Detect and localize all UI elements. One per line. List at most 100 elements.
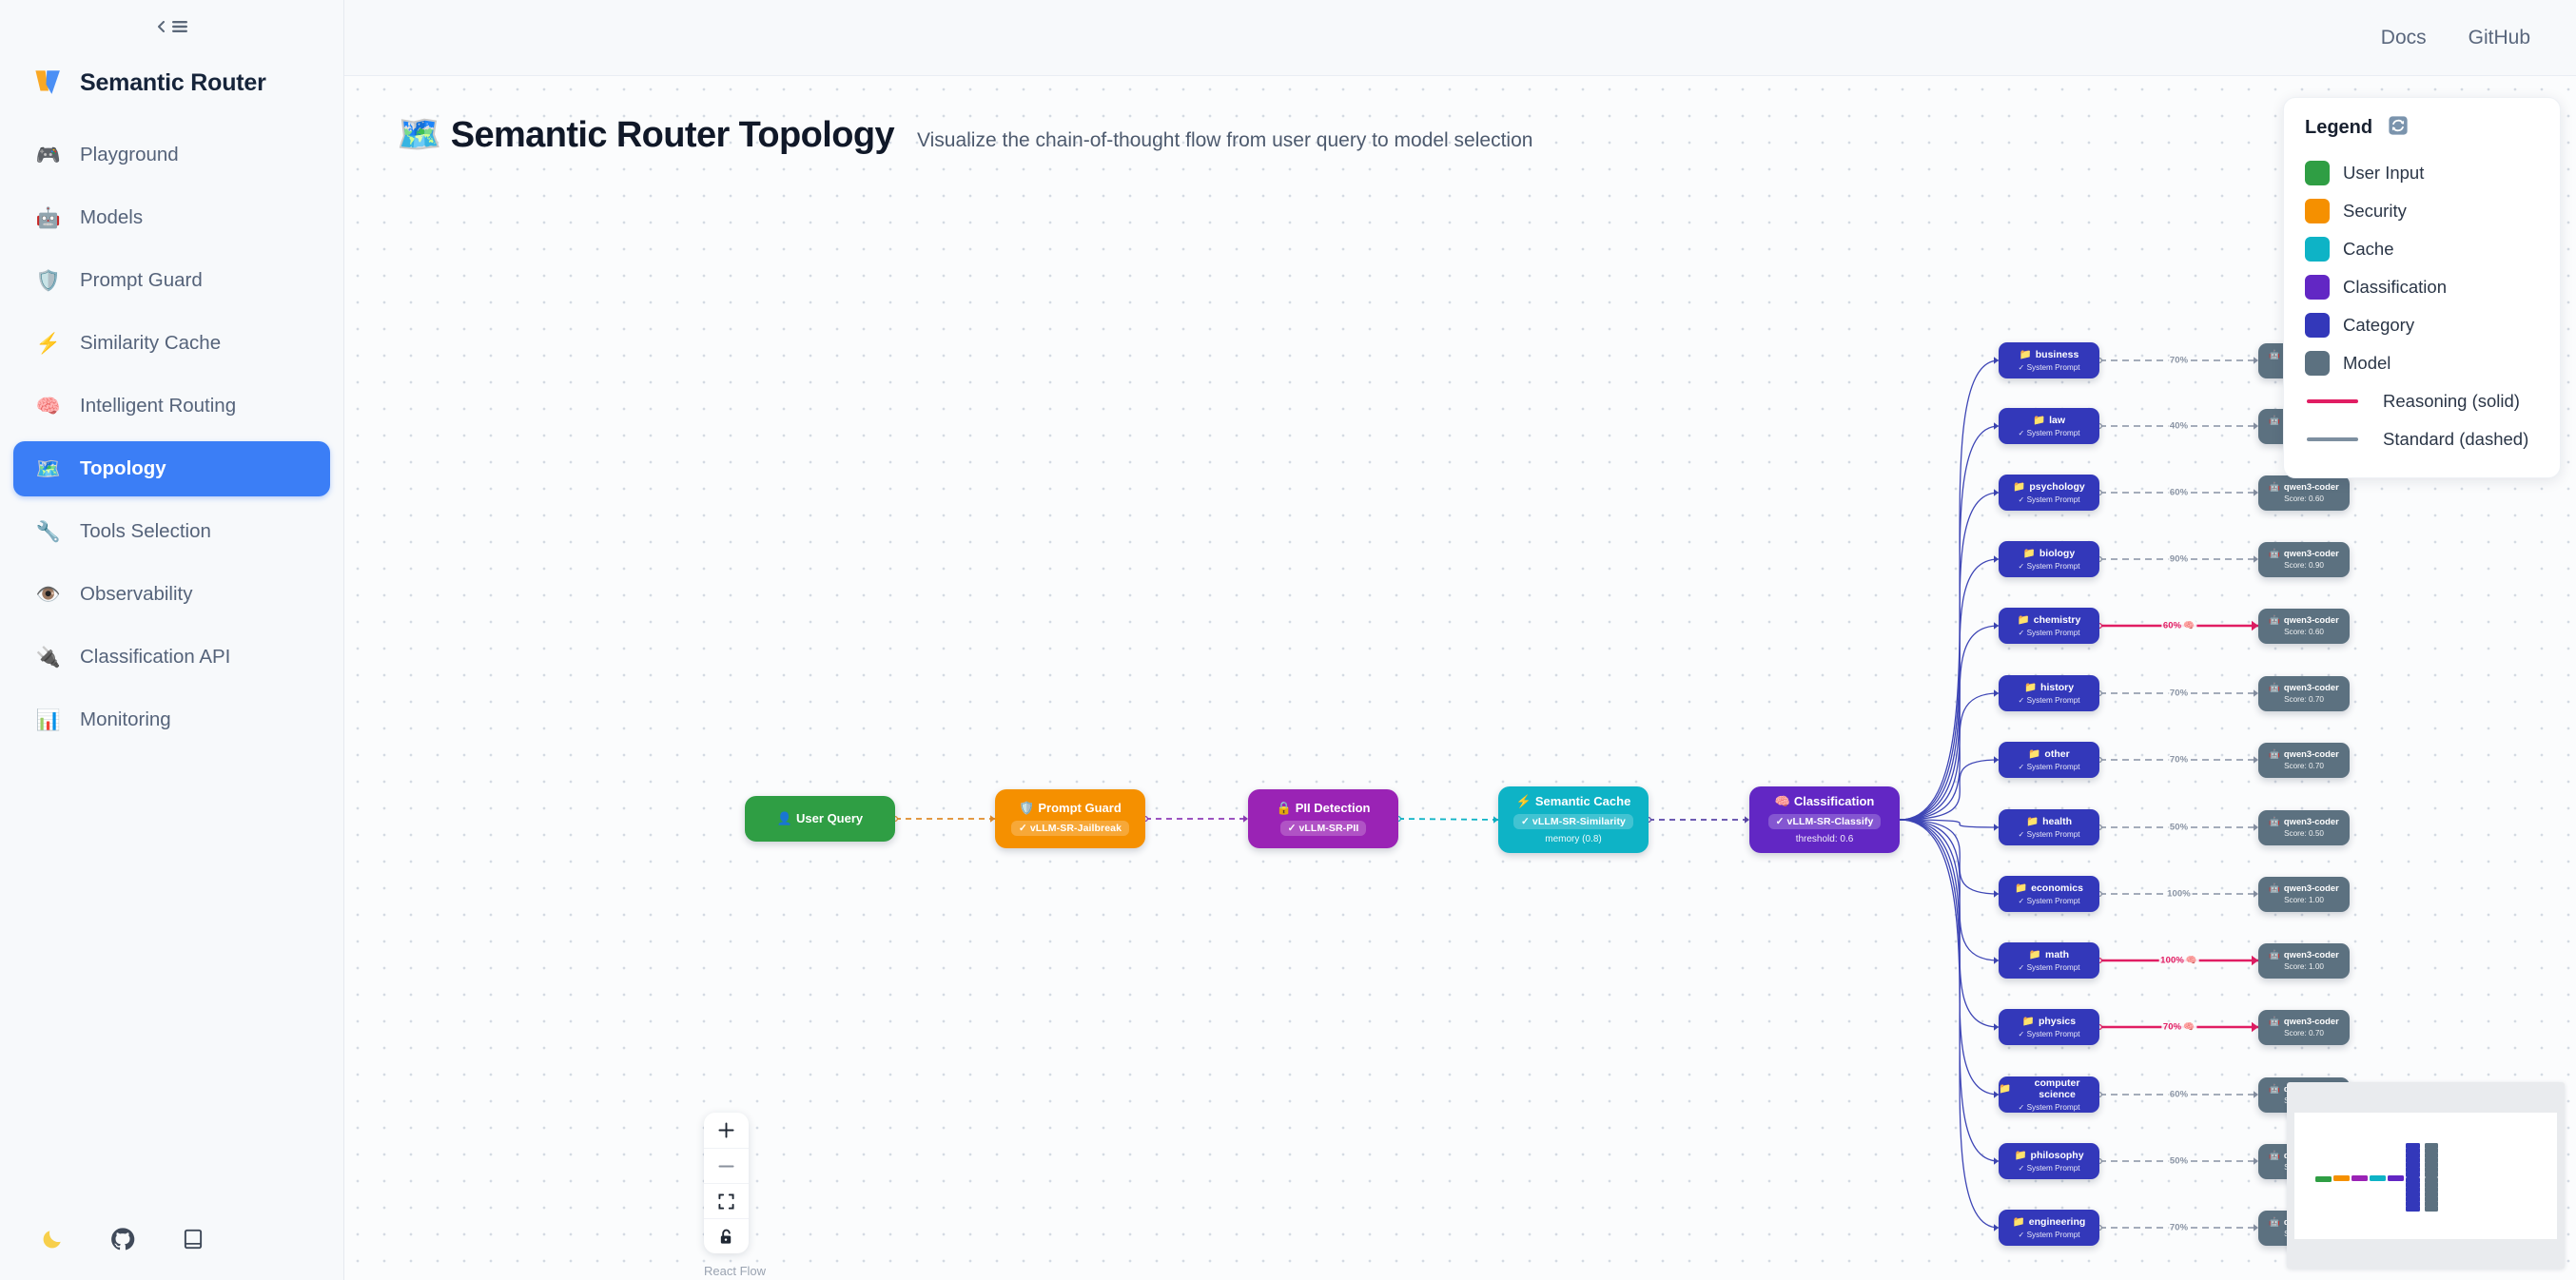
model-title: 🤖qwen3-coder xyxy=(2269,949,2339,960)
sidebar-item-similarity-cache[interactable]: ⚡Similarity Cache xyxy=(13,316,330,371)
stage-node-prompt-guard[interactable]: 🛡️Prompt Guard ✓ vLLM-SR-Jailbreak xyxy=(995,789,1145,848)
sidebar-item-topology[interactable]: 🗺️Topology xyxy=(13,441,330,496)
legend-label: Standard (dashed) xyxy=(2383,429,2529,449)
sidebar-item-classification-api[interactable]: 🔌Classification API xyxy=(13,630,330,685)
minimap-category-node xyxy=(2406,1172,2421,1178)
page-header: 🗺️ Semantic Router Topology Visualize th… xyxy=(344,76,2576,173)
collapse-sidebar-icon[interactable] xyxy=(156,20,188,33)
model-score: Score: 0.60 xyxy=(2284,627,2324,636)
sidebar-item-intelligent-routing[interactable]: 🧠Intelligent Routing xyxy=(13,378,330,434)
react-flow-attribution[interactable]: React Flow xyxy=(704,1264,767,1278)
legend-row: Classification xyxy=(2305,268,2539,306)
minimap-category-node xyxy=(2406,1191,2421,1197)
model-score: Score: 0.60 xyxy=(2284,494,2324,503)
legend-label: User Input xyxy=(2343,163,2425,183)
minimap-model-node xyxy=(2424,1191,2438,1197)
fit-view-button[interactable] xyxy=(704,1183,749,1218)
category-node-math[interactable]: 📁math✓ System Prompt xyxy=(1999,942,2099,979)
folder-icon: 📁 xyxy=(2017,613,2030,626)
classification-api-icon: 🔌 xyxy=(35,646,62,669)
legend-swatch xyxy=(2305,237,2330,262)
model-score: Score: 0.50 xyxy=(2284,828,2324,838)
stage-title: 🔒PII Detection xyxy=(1276,801,1371,816)
flow-controls xyxy=(704,1113,749,1253)
category-node-business[interactable]: 📁business✓ System Prompt xyxy=(1999,342,2099,378)
react-flow-viewport[interactable]: 👤User Query 🛡️Prompt Guard ✓ vLLM-SR-Jailb… xyxy=(344,76,2576,1280)
docs-book-icon[interactable] xyxy=(179,1225,207,1253)
category-node-health[interactable]: 📁health ✓ System Prompt xyxy=(1999,809,2099,845)
brand[interactable]: Semantic Router xyxy=(0,53,343,127)
stage-node-user-query[interactable]: 👤User Query xyxy=(745,796,895,842)
sidebar-item-models[interactable]: 🤖Models xyxy=(13,190,330,245)
robot-icon: 🤖 xyxy=(2269,614,2280,626)
prompt-guard-icon: 🛡️ xyxy=(35,269,62,292)
zoom-in-button[interactable] xyxy=(704,1113,749,1148)
refresh-icon[interactable] xyxy=(2388,115,2409,141)
category-title: 📁health xyxy=(2026,815,2072,827)
zoom-out-button[interactable] xyxy=(704,1148,749,1183)
topology-canvas[interactable]: 🗺️ Semantic Router Topology Visualize th… xyxy=(344,76,2576,1280)
category-node-computer-science[interactable]: 📁computer science✓ System Prompt xyxy=(1999,1076,2099,1113)
legend-swatch xyxy=(2305,275,2330,300)
arrow-left-icon xyxy=(157,21,165,32)
category-node-other[interactable]: 📁other✓ System Prompt xyxy=(1999,742,2099,778)
sidebar-item-label: Playground xyxy=(80,144,179,165)
legend-label: Model xyxy=(2343,353,2391,373)
legend-swatch xyxy=(2305,313,2330,338)
category-node-engineering[interactable]: 📁engineering✓ System Prompt xyxy=(1999,1210,2099,1246)
category-node-philosophy[interactable]: 📁philosophy✓ System Prompt xyxy=(1999,1143,2099,1179)
sidebar-item-monitoring[interactable]: 📊Monitoring xyxy=(13,692,330,747)
github-link[interactable]: GitHub xyxy=(2468,26,2530,48)
robot-icon: 🤖 xyxy=(2269,1016,2280,1027)
map-icon: 🗺️ xyxy=(397,115,441,155)
category-title: 📁physics xyxy=(2021,1015,2077,1027)
model-score: Score: 1.00 xyxy=(2284,895,2324,904)
category-node-chemistry[interactable]: 📁chemistry✓ System Prompt xyxy=(1999,608,2099,644)
sidebar-item-label: Observability xyxy=(80,583,193,605)
stage-title: 🛡️Prompt Guard xyxy=(1019,801,1122,816)
sidebar-item-prompt-guard[interactable]: 🛡️ Prompt Guard xyxy=(13,253,330,308)
github-icon[interactable] xyxy=(108,1225,137,1253)
lock-button[interactable] xyxy=(704,1218,749,1253)
sidebar-item-observability[interactable]: 👁️Observability xyxy=(13,567,330,622)
category-node-physics[interactable]: 📁physics✓ System Prompt xyxy=(1999,1009,2099,1045)
category-node-economics[interactable]: 📁economics✓ System Prompt xyxy=(1999,876,2099,912)
robot-icon: 🤖 xyxy=(2269,548,2280,559)
minimap-category-node xyxy=(2406,1162,2421,1169)
category-node-history[interactable]: 📁history✓ System Prompt xyxy=(1999,675,2099,711)
folder-icon: 📁 xyxy=(2012,1215,2025,1228)
edge-label: 70%🧠 xyxy=(2160,1021,2197,1033)
category-title: 📁law xyxy=(2032,414,2065,426)
legend-label: Classification xyxy=(2343,277,2447,297)
category-node-biology[interactable]: 📁biology✓ System Prompt xyxy=(1999,541,2099,577)
stage-node-pii-detection[interactable]: 🔒PII Detection✓ vLLM-SR-PII xyxy=(1248,789,1398,848)
category-title: 📁business xyxy=(2019,348,2079,360)
edge-label: 60%🧠 xyxy=(2160,620,2197,631)
legend-row: Cache xyxy=(2305,230,2539,268)
model-score: Score: 0.70 xyxy=(2284,694,2324,704)
category-node-law[interactable]: 📁law✓ System Prompt xyxy=(1999,408,2099,444)
minimap[interactable] xyxy=(2287,1082,2565,1269)
minimap-model-node xyxy=(2424,1153,2438,1159)
model-badge: ✓ vLLM-SR-Jailbreak xyxy=(1010,820,1130,836)
docs-link[interactable]: Docs xyxy=(2380,26,2427,48)
dark-mode-moon-icon[interactable] xyxy=(38,1225,67,1253)
legend-row: Security xyxy=(2305,192,2539,230)
sidebar-item-tools-selection[interactable]: 🔧Tools Selection xyxy=(13,504,330,559)
sidebar-item-playground[interactable]: 🎮Playground xyxy=(13,127,330,183)
category-node-psychology[interactable]: 📁psychology✓ System Prompt xyxy=(1999,475,2099,511)
category-sub: ✓ System Prompt xyxy=(2018,830,2080,840)
reasoning-brain-icon: 🧠 xyxy=(2183,620,2195,631)
sidebar-item-label: Prompt Guard xyxy=(80,269,203,291)
